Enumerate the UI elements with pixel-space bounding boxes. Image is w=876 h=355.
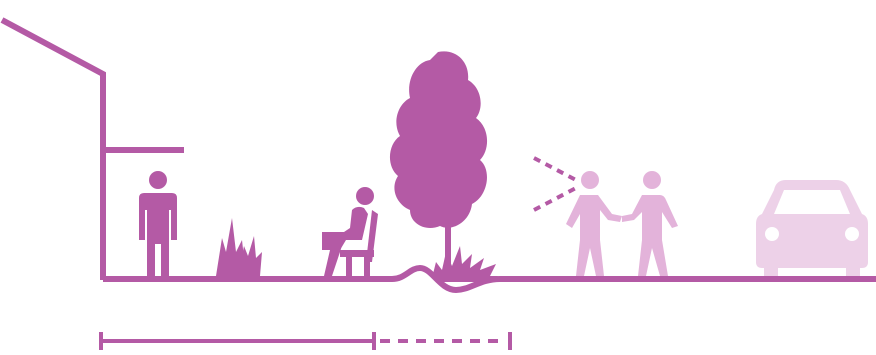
car-icon: [756, 180, 868, 276]
sight-lines: [534, 158, 576, 210]
walking-person-icon: [566, 171, 622, 276]
scale-bar: [101, 332, 510, 350]
seated-person-icon: [322, 187, 378, 277]
house-outline: [2, 20, 103, 280]
shrub-icon: [432, 246, 498, 282]
tree-icon: [390, 51, 487, 264]
grass-plants-icon: [216, 218, 262, 276]
standing-person-icon: [139, 171, 177, 276]
walking-person-icon: [622, 171, 678, 276]
